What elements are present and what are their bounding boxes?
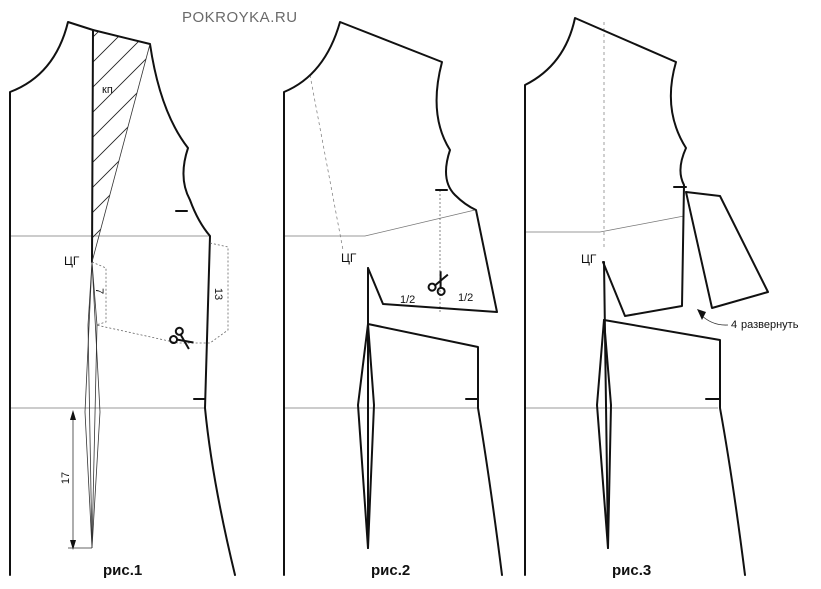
fig2-half-b: 1/2 (458, 292, 474, 304)
measure-13 (95, 242, 229, 344)
figure-3-side-piece (685, 191, 769, 309)
fig3-note-num: 4 (731, 319, 738, 331)
figure-2-upper-outline (283, 21, 498, 576)
arrow-down (70, 540, 76, 550)
dart-lower-a (91, 261, 98, 549)
figure-1-outline (9, 21, 236, 576)
fig2-half-a: 1/2 (400, 294, 416, 306)
fig1-len-13: 13 (212, 287, 225, 301)
dart-2-left (357, 323, 369, 549)
figure-3-drawing (524, 17, 769, 576)
dart-2-right (367, 323, 375, 549)
fig1-point-label: ЦГ (64, 254, 80, 268)
fig2-caption: рис.2 (371, 562, 411, 579)
dart-lower-d (84, 261, 93, 549)
dart-line-a (91, 29, 94, 263)
fig1-zone-label: кп (102, 84, 113, 96)
fig3-point-label: ЦГ (581, 252, 597, 266)
dart-3-left (596, 319, 609, 549)
hatched-area (92, 30, 150, 262)
arrow-up (70, 410, 76, 420)
fig3-caption: рис.3 (612, 562, 652, 579)
fig3-note-text: развернуть (741, 319, 799, 331)
scissors-icon (427, 271, 449, 296)
figure-1-drawing (9, 21, 236, 576)
arrow-icon (697, 309, 729, 326)
site-watermark: POKROYKA.RU (182, 9, 298, 26)
dart-3-line (603, 261, 609, 549)
dart-3-right (603, 319, 612, 549)
fig2-point-label: ЦГ (341, 251, 357, 265)
figure-2-drawing (283, 21, 503, 576)
fig1-len-17: 17 (60, 471, 73, 485)
dart-line-b (91, 43, 151, 263)
dart-lower-c (91, 261, 101, 549)
figure-2-lower-outline (367, 323, 503, 576)
scissors-icon (169, 326, 194, 350)
fig1-caption: рис.1 (103, 562, 143, 579)
figure-3-lower-outline (603, 319, 746, 576)
figure-3-upper-outline (524, 17, 687, 576)
fig1-len-7: 7 (93, 287, 106, 295)
